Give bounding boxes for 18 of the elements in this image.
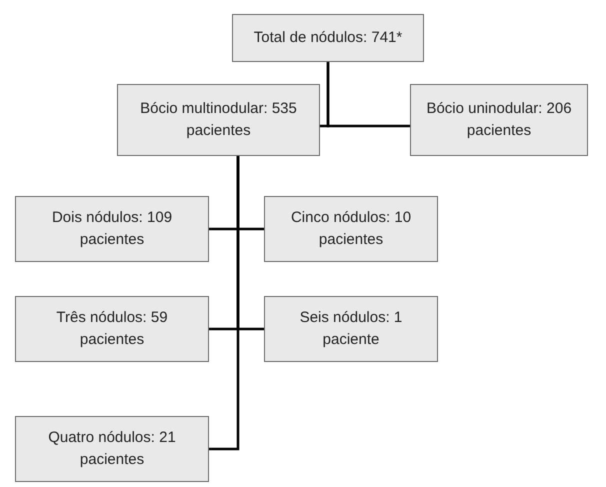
process-box [117, 84, 320, 156]
box-text: Quatro nódulos: 21 pacientes [47, 428, 177, 470]
connector-line [326, 62, 410, 128]
process-box [264, 196, 438, 262]
process-box [232, 14, 424, 62]
box-text: Bócio multinodular: 535 pacientes [139, 99, 298, 141]
box-text: Total de nódulos: 741* [254, 28, 402, 48]
process-box [15, 296, 209, 362]
connector-line [209, 156, 240, 450]
box-text: Três nódulos: 59 pacientes [55, 308, 169, 350]
process-box [410, 84, 588, 156]
box-text: Seis nódulos: 1 paciente [298, 308, 404, 350]
box-text: Cinco nódulos: 10 pacientes [290, 208, 412, 250]
process-box [264, 296, 438, 362]
box-text: Dois nódulos: 109 pacientes [50, 208, 174, 250]
process-box [15, 196, 209, 262]
box-text: Bócio uninodular: 206 pacientes [425, 99, 573, 141]
process-box [15, 416, 209, 482]
